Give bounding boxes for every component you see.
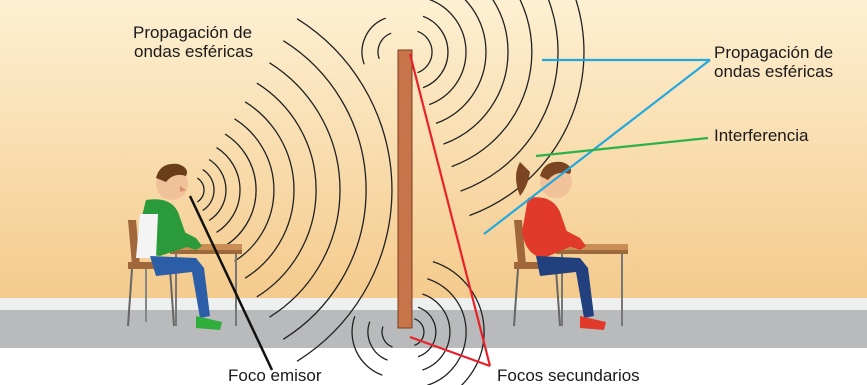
secondary-pointer-line-top: [408, 53, 492, 367]
top-secondary-wave-left-2: [361, 17, 386, 65]
left-propagation-label-line1: Propagación de: [133, 23, 252, 42]
top-secondary-wave-5: [443, 0, 509, 145]
top-secondary-wave-2: [422, 15, 449, 89]
emitter-wave-3: [208, 158, 227, 222]
emitter-wave-11: [296, 18, 393, 362]
emitter-wave-10: [282, 40, 367, 340]
top-secondary-wave-6: [451, 0, 533, 168]
left-propagation-label-line2: ondas esféricas: [134, 42, 253, 61]
emitter-wave-7: [244, 101, 295, 279]
emitter-wave-2: [202, 169, 215, 211]
bottom-secondary-wave-4: [427, 278, 467, 385]
right-propagation-label-line1: Propagación de: [714, 43, 833, 62]
top-secondary-wave-1: [417, 30, 433, 74]
bottom-secondary-wave-1: [414, 318, 425, 346]
bottom-secondary-wave-3: [422, 293, 451, 371]
bottom-secondary-wave-left-2: [367, 321, 388, 361]
secondary-foci-label: Focos secundarios: [497, 366, 640, 385]
emitter-wave-9: [269, 62, 341, 318]
emitter-wavefronts: [197, 18, 393, 362]
bottom-secondary-wave-5: [432, 260, 485, 385]
emitter-wave-8: [256, 82, 317, 298]
bottom-secondary-wavefronts: [351, 260, 485, 385]
right-propagation-label-line2: ondas esféricas: [714, 62, 833, 81]
emitter-label: Foco emisor: [228, 366, 322, 385]
bottom-secondary-wave-left-3: [351, 316, 383, 376]
top-secondary-wave-4: [435, 0, 487, 125]
top-secondary-wave-3: [428, 0, 467, 106]
top-secondary-wave-7: [460, 0, 559, 192]
floor-band: [0, 298, 867, 310]
top-secondary-wave-left-1: [377, 32, 392, 60]
propagation-pointer-line-2: [483, 59, 711, 235]
emitter-wave-4: [216, 147, 241, 233]
partition-wall: [397, 49, 413, 329]
emitter-wave-1: [197, 177, 205, 203]
secondary-pointer-line-bottom: [409, 335, 491, 368]
emitter-wave-5: [224, 133, 257, 247]
bottom-secondary-wave-2: [417, 306, 437, 358]
emitter-pointer-line: [188, 195, 274, 371]
boy-student: [127, 163, 242, 330]
interference-pointer-line: [535, 136, 709, 158]
interference-label: Interferencia: [714, 126, 809, 145]
girl-student: [513, 161, 628, 330]
bottom-secondary-wave-left-1: [381, 326, 393, 348]
wall-background: [0, 0, 867, 310]
bottom-margin: [0, 348, 867, 385]
emitter-wave-6: [234, 118, 275, 262]
